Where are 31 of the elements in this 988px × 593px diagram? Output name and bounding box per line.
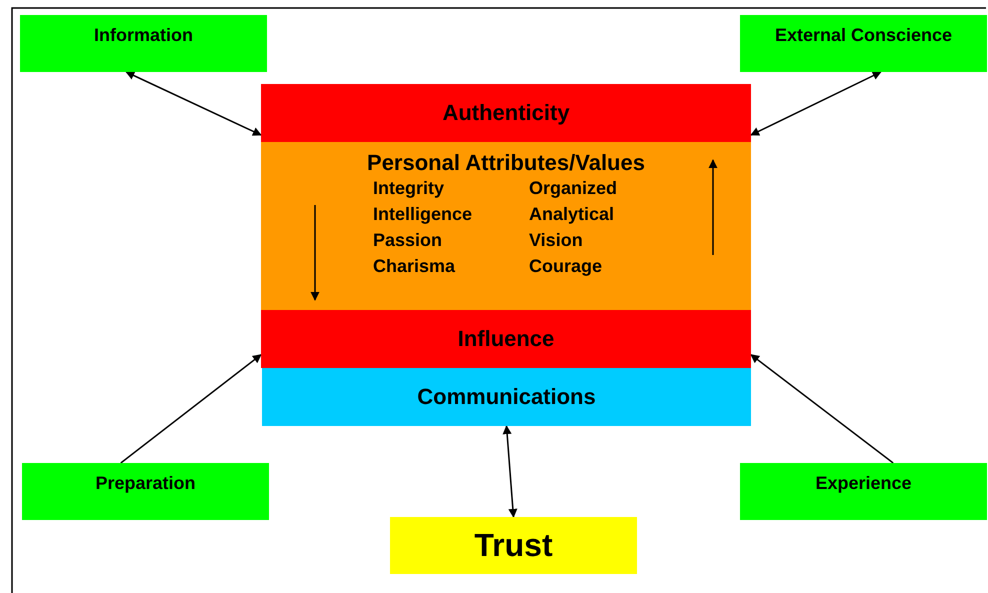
attribute-label: Analytical bbox=[529, 204, 614, 225]
term-box bbox=[740, 463, 987, 520]
attribute-label: Intelligence bbox=[373, 204, 472, 225]
heading: Personal Attributes/Values bbox=[366, 150, 646, 176]
attribute-label: Organized bbox=[529, 178, 618, 199]
node-label: Influence bbox=[458, 326, 554, 352]
term-box bbox=[22, 463, 269, 520]
banner-box bbox=[262, 368, 751, 426]
attribute-label: Courage bbox=[529, 256, 602, 277]
attribute-label: Charisma bbox=[373, 256, 456, 277]
trust-box bbox=[390, 517, 637, 574]
node-label: Authenticity bbox=[442, 100, 570, 126]
attributes-box bbox=[261, 142, 751, 310]
arrow bbox=[125, 71, 262, 136]
arrow bbox=[502, 425, 518, 518]
attribute-label: Vision bbox=[529, 230, 583, 251]
arrow bbox=[750, 71, 882, 136]
arrow bbox=[120, 354, 262, 464]
arrow bbox=[750, 354, 894, 464]
node-label: Trust bbox=[474, 527, 553, 564]
banner-box bbox=[261, 84, 751, 142]
node-label: Experience bbox=[815, 473, 912, 494]
term-box bbox=[20, 15, 267, 72]
banner-box bbox=[261, 310, 751, 368]
node-label: External Conscience bbox=[774, 25, 952, 46]
node-label: Preparation bbox=[95, 473, 196, 494]
node-label: Information bbox=[94, 25, 193, 46]
term-box bbox=[740, 15, 987, 72]
node-label: Communications bbox=[417, 384, 596, 410]
attribute-label: Passion bbox=[373, 230, 442, 251]
attribute-label: Integrity bbox=[373, 178, 444, 199]
